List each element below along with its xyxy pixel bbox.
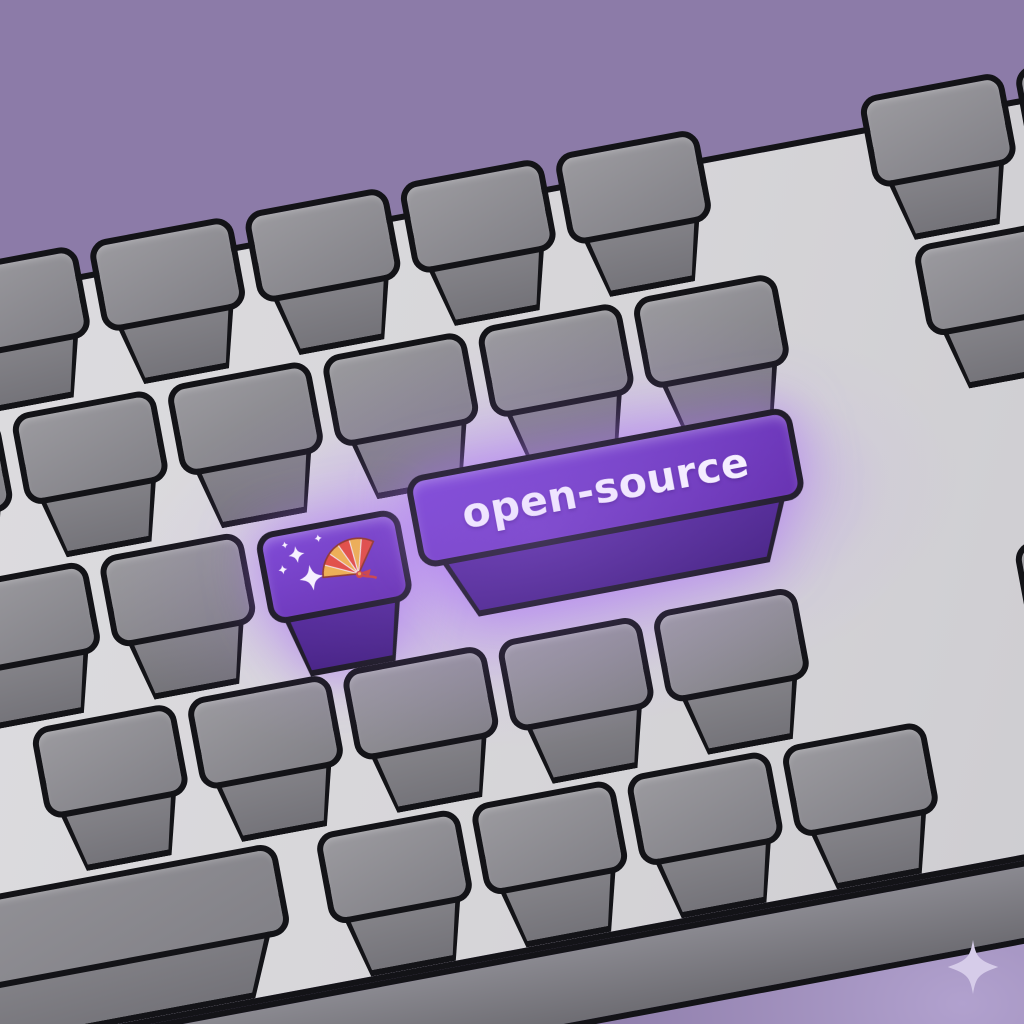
keycap [397, 157, 569, 331]
keycap [87, 215, 258, 389]
keycap [624, 749, 796, 924]
keycap [242, 186, 414, 360]
keycap [29, 702, 201, 876]
keycap [857, 71, 1024, 245]
keycap [340, 644, 512, 818]
keycap [780, 720, 951, 895]
keycap [0, 244, 103, 418]
keycap [165, 359, 336, 534]
keycap-top [253, 507, 415, 626]
keycap-icon-art [278, 534, 378, 591]
sparkle-icon [947, 939, 999, 995]
keycap [651, 585, 822, 760]
keycap [185, 673, 356, 847]
keycap [469, 778, 640, 953]
keycap [314, 807, 485, 982]
hand-fan-icon [322, 537, 378, 579]
keycap [9, 388, 181, 563]
sparkles-icon [278, 534, 324, 591]
keycap [553, 128, 724, 302]
sparkle-fan-keycap [253, 507, 425, 682]
keycap [495, 615, 667, 789]
keycap [97, 530, 269, 705]
